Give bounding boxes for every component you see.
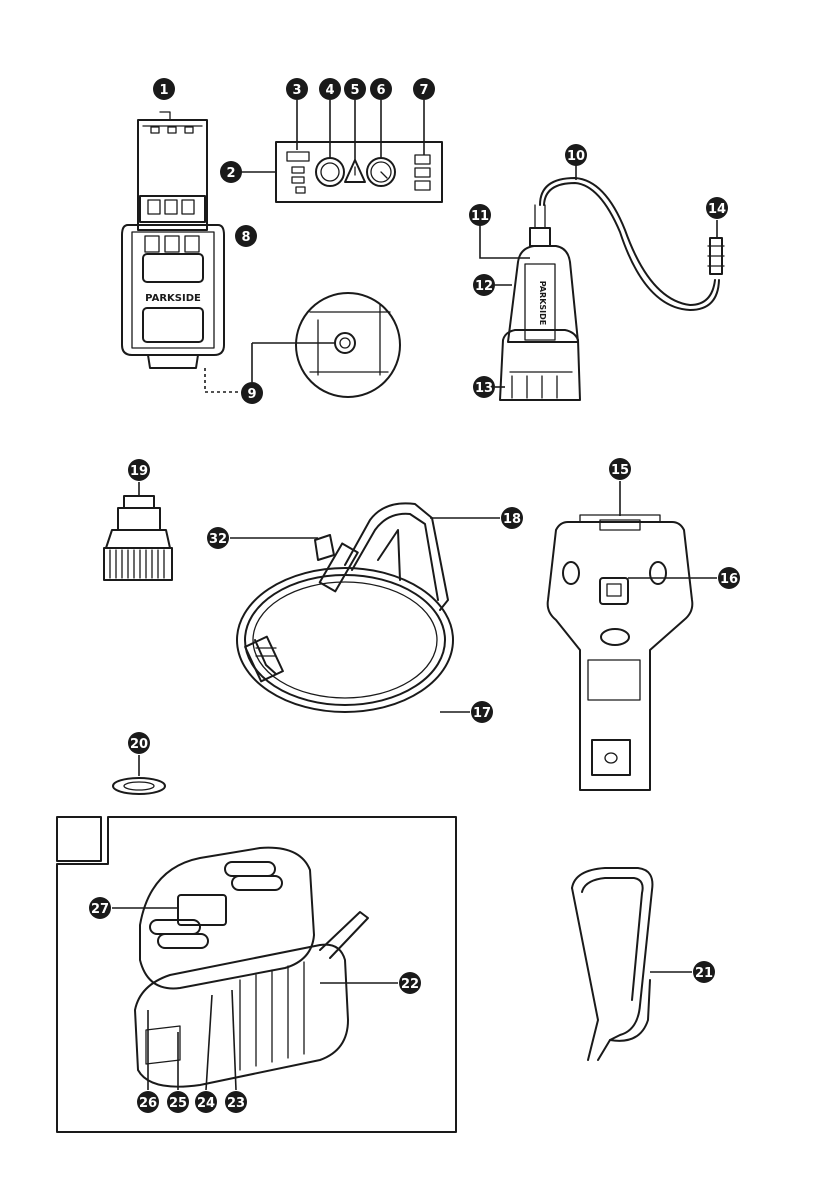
- svg-text:25: 25: [169, 1096, 187, 1111]
- callout-26: 26: [137, 1091, 159, 1113]
- callout-8: 8: [235, 225, 257, 247]
- svg-text:10: 10: [567, 149, 585, 164]
- svg-text:26: 26: [139, 1096, 157, 1111]
- svg-text:24: 24: [197, 1096, 215, 1111]
- tap-adapter-drawing: [104, 482, 172, 580]
- belt-clip-drawing: [572, 868, 692, 1060]
- callout-23: 23: [225, 1091, 247, 1113]
- callout-5: 5: [344, 78, 366, 100]
- callout-22: 22: [399, 972, 421, 994]
- callout-2: 2: [220, 161, 242, 183]
- svg-text:18: 18: [503, 512, 521, 527]
- svg-text:14: 14: [708, 202, 726, 217]
- brand-logo-battery: PARKSIDE: [145, 293, 201, 304]
- svg-text:4: 4: [325, 83, 334, 98]
- svg-text:27: 27: [91, 902, 109, 917]
- svg-text:5: 5: [350, 83, 359, 98]
- callout-4: 4: [319, 78, 341, 100]
- svg-text:12: 12: [475, 279, 493, 294]
- callout-20: 20: [128, 732, 150, 754]
- svg-text:13: 13: [475, 381, 493, 396]
- svg-text:6: 6: [376, 83, 385, 98]
- battery-pack-drawing: PARKSIDE: [122, 112, 240, 392]
- callout-badges: 1 2 3 4 5 6 7 8 9 10 11 12 13 14 15 16 1…: [89, 78, 740, 1113]
- callout-13: 13: [473, 376, 495, 398]
- brand-logo-pump: PARKSIDE: [538, 281, 547, 326]
- callout-10: 10: [565, 144, 587, 166]
- svg-text:1: 1: [159, 83, 168, 98]
- svg-text:8: 8: [241, 230, 250, 245]
- svg-text:11: 11: [471, 209, 489, 224]
- callout-11: 11: [469, 204, 491, 226]
- callout-18: 18: [501, 507, 523, 529]
- callout-6: 6: [370, 78, 392, 100]
- callout-3: 3: [286, 78, 308, 100]
- callout-14: 14: [706, 197, 728, 219]
- figure-letter-box: [57, 817, 101, 861]
- callout-24: 24: [195, 1091, 217, 1113]
- callout-9: 9: [241, 382, 263, 404]
- callout-25: 25: [167, 1091, 189, 1113]
- callout-12: 12: [473, 274, 495, 296]
- svg-text:23: 23: [227, 1096, 245, 1111]
- pressure-gauge-icon: [367, 158, 395, 186]
- warning-triangle-icon: [345, 160, 365, 182]
- control-panel-drawing: [240, 100, 442, 202]
- svg-text:22: 22: [401, 977, 419, 992]
- callout-1: 1: [153, 78, 175, 100]
- svg-text:32: 32: [209, 532, 227, 547]
- callout-15: 15: [609, 458, 631, 480]
- svg-text:7: 7: [419, 83, 428, 98]
- seal-ring-drawing: [113, 755, 165, 794]
- svg-text:15: 15: [611, 463, 629, 478]
- coiled-hose-drawing: [230, 503, 500, 712]
- svg-text:17: 17: [473, 706, 491, 721]
- callout-7: 7: [413, 78, 435, 100]
- svg-text:3: 3: [292, 83, 301, 98]
- callout-21: 21: [693, 961, 715, 983]
- svg-text:9: 9: [247, 387, 256, 402]
- callout-32: 32: [207, 527, 229, 549]
- callout-27: 27: [89, 897, 111, 919]
- power-button-icon: [316, 158, 344, 186]
- charger-inset: [57, 817, 456, 1132]
- connector-detail-circle: [252, 293, 400, 397]
- pump-unit-drawing: PARKSIDE: [480, 155, 724, 400]
- callout-17: 17: [471, 701, 493, 723]
- battery-level-icon: [287, 152, 309, 193]
- svg-text:21: 21: [695, 966, 713, 981]
- callout-16: 16: [718, 567, 740, 589]
- svg-text:19: 19: [130, 464, 148, 479]
- svg-text:16: 16: [720, 572, 738, 587]
- svg-text:20: 20: [130, 737, 148, 752]
- svg-text:2: 2: [226, 166, 235, 181]
- callout-19: 19: [128, 459, 150, 481]
- wall-bracket-drawing: [548, 481, 717, 790]
